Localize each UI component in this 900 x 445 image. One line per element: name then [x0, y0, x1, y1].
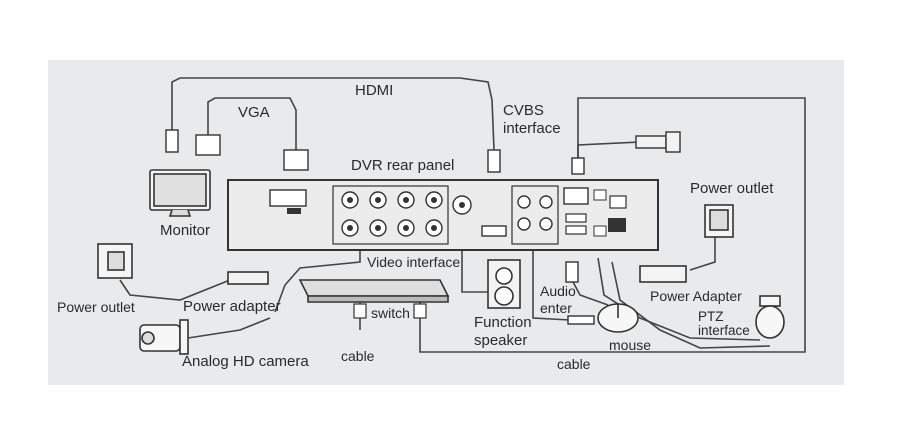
label-power-outlet-right: Power outlet [690, 180, 774, 197]
ptz-camera [755, 295, 785, 339]
power-adapter-left-box [227, 271, 269, 285]
label-analog-hd-camera: Analog HD camera [182, 353, 309, 370]
audio-plug [567, 315, 595, 325]
audio-cable [532, 250, 571, 321]
label-power-adapter-left: Power adapter [183, 298, 281, 315]
label-power-adapter-right: Power Adapter [650, 288, 742, 304]
hdmi-plug-monitor [165, 129, 179, 153]
vga-plug-dvr [283, 149, 309, 171]
power-outlet-left [97, 243, 133, 279]
vga-plug-monitor [195, 134, 221, 156]
right-adapter-cable [689, 235, 716, 271]
rj45-plug-left [353, 303, 367, 319]
label-audio: Audio [540, 283, 576, 299]
label-enter: enter [540, 300, 572, 316]
label-video-interface: Video interface [367, 254, 461, 270]
label-cable-left: cable [341, 348, 375, 364]
speaker-cable [461, 250, 490, 293]
label-ptz: PTZ [698, 309, 724, 324]
ptz-cable-a [597, 257, 761, 341]
label-mouse: mouse [609, 337, 652, 353]
left-adapter-cable [119, 279, 231, 301]
label-cvbs: CVBS [503, 102, 544, 119]
monitor [149, 169, 211, 217]
label-ptz-interface: interface [698, 323, 750, 338]
usb-plug [565, 261, 579, 283]
cvbs-cable [577, 141, 641, 165]
video-interface-cable [274, 250, 361, 313]
rj45-plug-right [413, 303, 427, 319]
network-switch [298, 279, 450, 303]
label-dvr-rear-panel: DVR rear panel [351, 157, 455, 174]
mouse-device [597, 303, 639, 333]
right-loop-cable [419, 97, 806, 353]
camera-cable [187, 317, 271, 339]
cvbs-plug [571, 157, 585, 175]
power-adapter-right-box [639, 265, 687, 283]
label-speaker: speaker [474, 332, 528, 349]
label-switch: switch [371, 305, 410, 321]
hdmi-plug-dvr [487, 149, 501, 173]
bnc-connector [635, 131, 681, 153]
ptz-cable-b [611, 261, 771, 349]
function-speaker [487, 259, 521, 309]
mouse-cable [571, 279, 609, 306]
dvr-rear-panel [227, 179, 659, 251]
label-hdmi: HDMI [355, 82, 394, 99]
label-monitor: Monitor [160, 222, 211, 239]
power-outlet-right [704, 204, 734, 238]
hdmi-cable [171, 77, 495, 151]
label-vga: VGA [238, 104, 270, 121]
label-cable-bottom: cable [557, 356, 591, 372]
vga-cable [207, 97, 297, 150]
analog-hd-camera [139, 319, 189, 355]
label-function: Function [474, 314, 532, 331]
label-cvbs-interface: interface [503, 120, 561, 137]
label-power-outlet-left: Power outlet [57, 299, 135, 315]
